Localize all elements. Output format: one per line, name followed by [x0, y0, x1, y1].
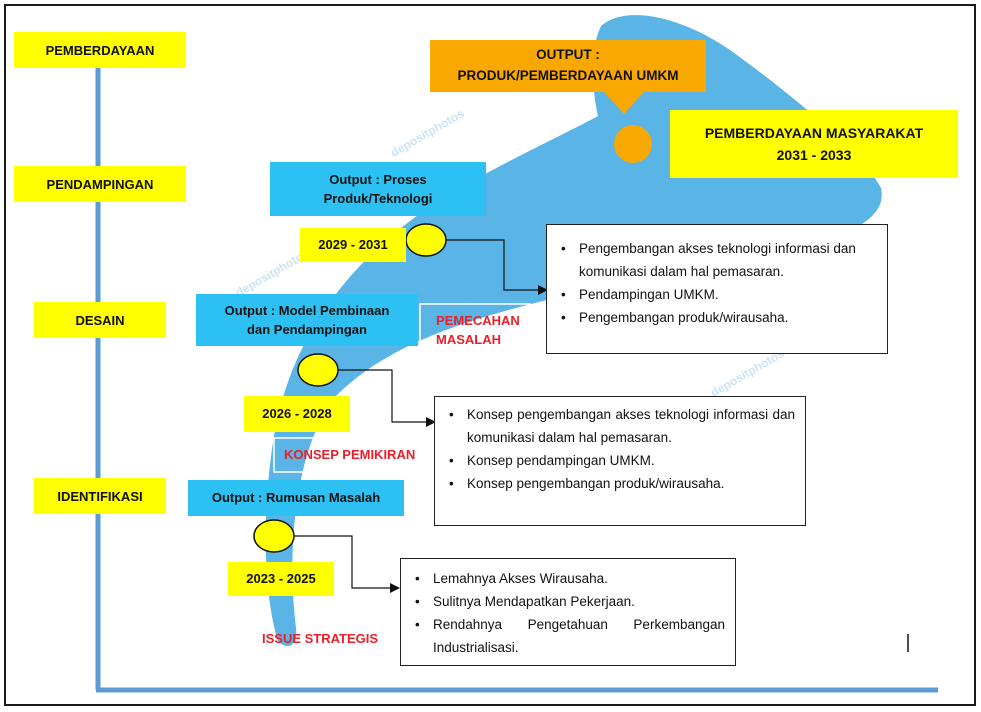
- arrow-top: [446, 239, 538, 291]
- year-2026-2028: 2026 - 2028: [244, 396, 350, 432]
- year-2023-2025: 2023 - 2025: [228, 562, 334, 596]
- arrow-top-head: [538, 285, 548, 295]
- arrow-bot: [290, 535, 390, 589]
- output-model-line1: Output : Model Pembinaan: [224, 302, 390, 318]
- masyarakat-line1: PEMBERDAYAAN MASYARAKAT: [704, 124, 924, 141]
- pemecahan-line1: PEMECAHAN: [436, 313, 520, 328]
- bullet-icon: •: [449, 453, 454, 468]
- pemecahan-line2: MASALAH: [436, 331, 501, 347]
- bullet-icon: •: [561, 310, 566, 325]
- konsep-bracket: [273, 437, 415, 473]
- output-pointer: [602, 90, 646, 114]
- output-produk-line1: OUTPUT :: [536, 47, 600, 63]
- level-desain: DESAIN: [34, 302, 166, 338]
- masyarakat-box: PEMBERDAYAAN MASYARAKAT 2031 - 2033: [670, 110, 958, 178]
- marker-2029: [405, 223, 447, 257]
- box-pemecahan: •Pengembangan akses teknologi informasi …: [546, 224, 888, 354]
- output-model-line2: dan Pendampingan: [247, 322, 367, 337]
- level-pemberdayaan: PEMBERDAYAAN: [14, 32, 186, 68]
- bullet-icon: •: [415, 617, 420, 632]
- pemecahan-bracket: [419, 303, 531, 355]
- output-proses-line1: Output : Proses: [329, 171, 427, 187]
- list-item: •Konsep pengembangan produk/wirausaha.: [443, 472, 795, 495]
- arrow-mid: [336, 369, 426, 423]
- box-konsep: •Konsep pengembangan akses teknologi inf…: [434, 396, 806, 526]
- label-pemecahan-masalah: PEMECAHAN MASALAH: [436, 312, 520, 350]
- masyarakat-line2: 2031 - 2033: [776, 147, 852, 163]
- level-identifikasi: IDENTIFIKASI: [34, 478, 166, 514]
- output-rumusan-box: Output : Rumusan Masalah: [188, 480, 404, 516]
- list-item: •Pengembangan akses teknologi informasi …: [555, 237, 877, 283]
- output-proses-box: Output : Proses Produk/Teknologi: [270, 162, 486, 216]
- list-item: •Lemahnya Akses Wirausaha.: [409, 567, 725, 590]
- marker-2026: [297, 353, 339, 387]
- label-issue-strategis: ISSUE STRATEGIS: [262, 631, 379, 646]
- list-item: •Konsep pengembangan akses teknologi inf…: [443, 403, 795, 449]
- list-item: •Sulitnya Mendapatkan Pekerjaan.: [409, 590, 725, 613]
- year-2029-2031: 2029 - 2031: [300, 228, 406, 262]
- arrow-mid-head: [426, 417, 436, 427]
- arrow-bot-head: [390, 583, 400, 593]
- list-item: •Pendampingan UMKM.: [555, 283, 877, 306]
- box-issue: •Lemahnya Akses Wirausaha. •Sulitnya Men…: [400, 558, 736, 666]
- list-item: •Rendahnya Pengetahuan Perkembangan Indu…: [409, 613, 725, 659]
- bullet-icon: •: [449, 476, 454, 491]
- output-model-box: Output : Model Pembinaan dan Pendampinga…: [196, 294, 418, 346]
- bullet-icon: •: [415, 594, 420, 609]
- output-proses-line2: Produk/Teknologi: [323, 191, 433, 206]
- marker-2023: [253, 519, 295, 553]
- output-produk-box: OUTPUT : PRODUK/PEMBERDAYAAN UMKM: [430, 40, 706, 92]
- diagram-frame: depositphotos depositphotos depositphoto…: [4, 4, 976, 706]
- bullet-icon: •: [561, 241, 566, 256]
- label-konsep-pemikiran: KONSEP PEMIKIRAN: [284, 447, 416, 462]
- output-produk-line2: PRODUK/PEMBERDAYAAN UMKM: [457, 68, 679, 83]
- level-pendampingan: PENDAMPINGAN: [14, 166, 186, 202]
- top-circle: [614, 125, 652, 163]
- list-item: •Pengembangan produk/wirausaha.: [555, 306, 877, 329]
- list-item: •Konsep pendampingan UMKM.: [443, 449, 795, 472]
- bullet-icon: •: [561, 287, 566, 302]
- bullet-icon: •: [449, 407, 454, 422]
- bullet-icon: •: [415, 571, 420, 586]
